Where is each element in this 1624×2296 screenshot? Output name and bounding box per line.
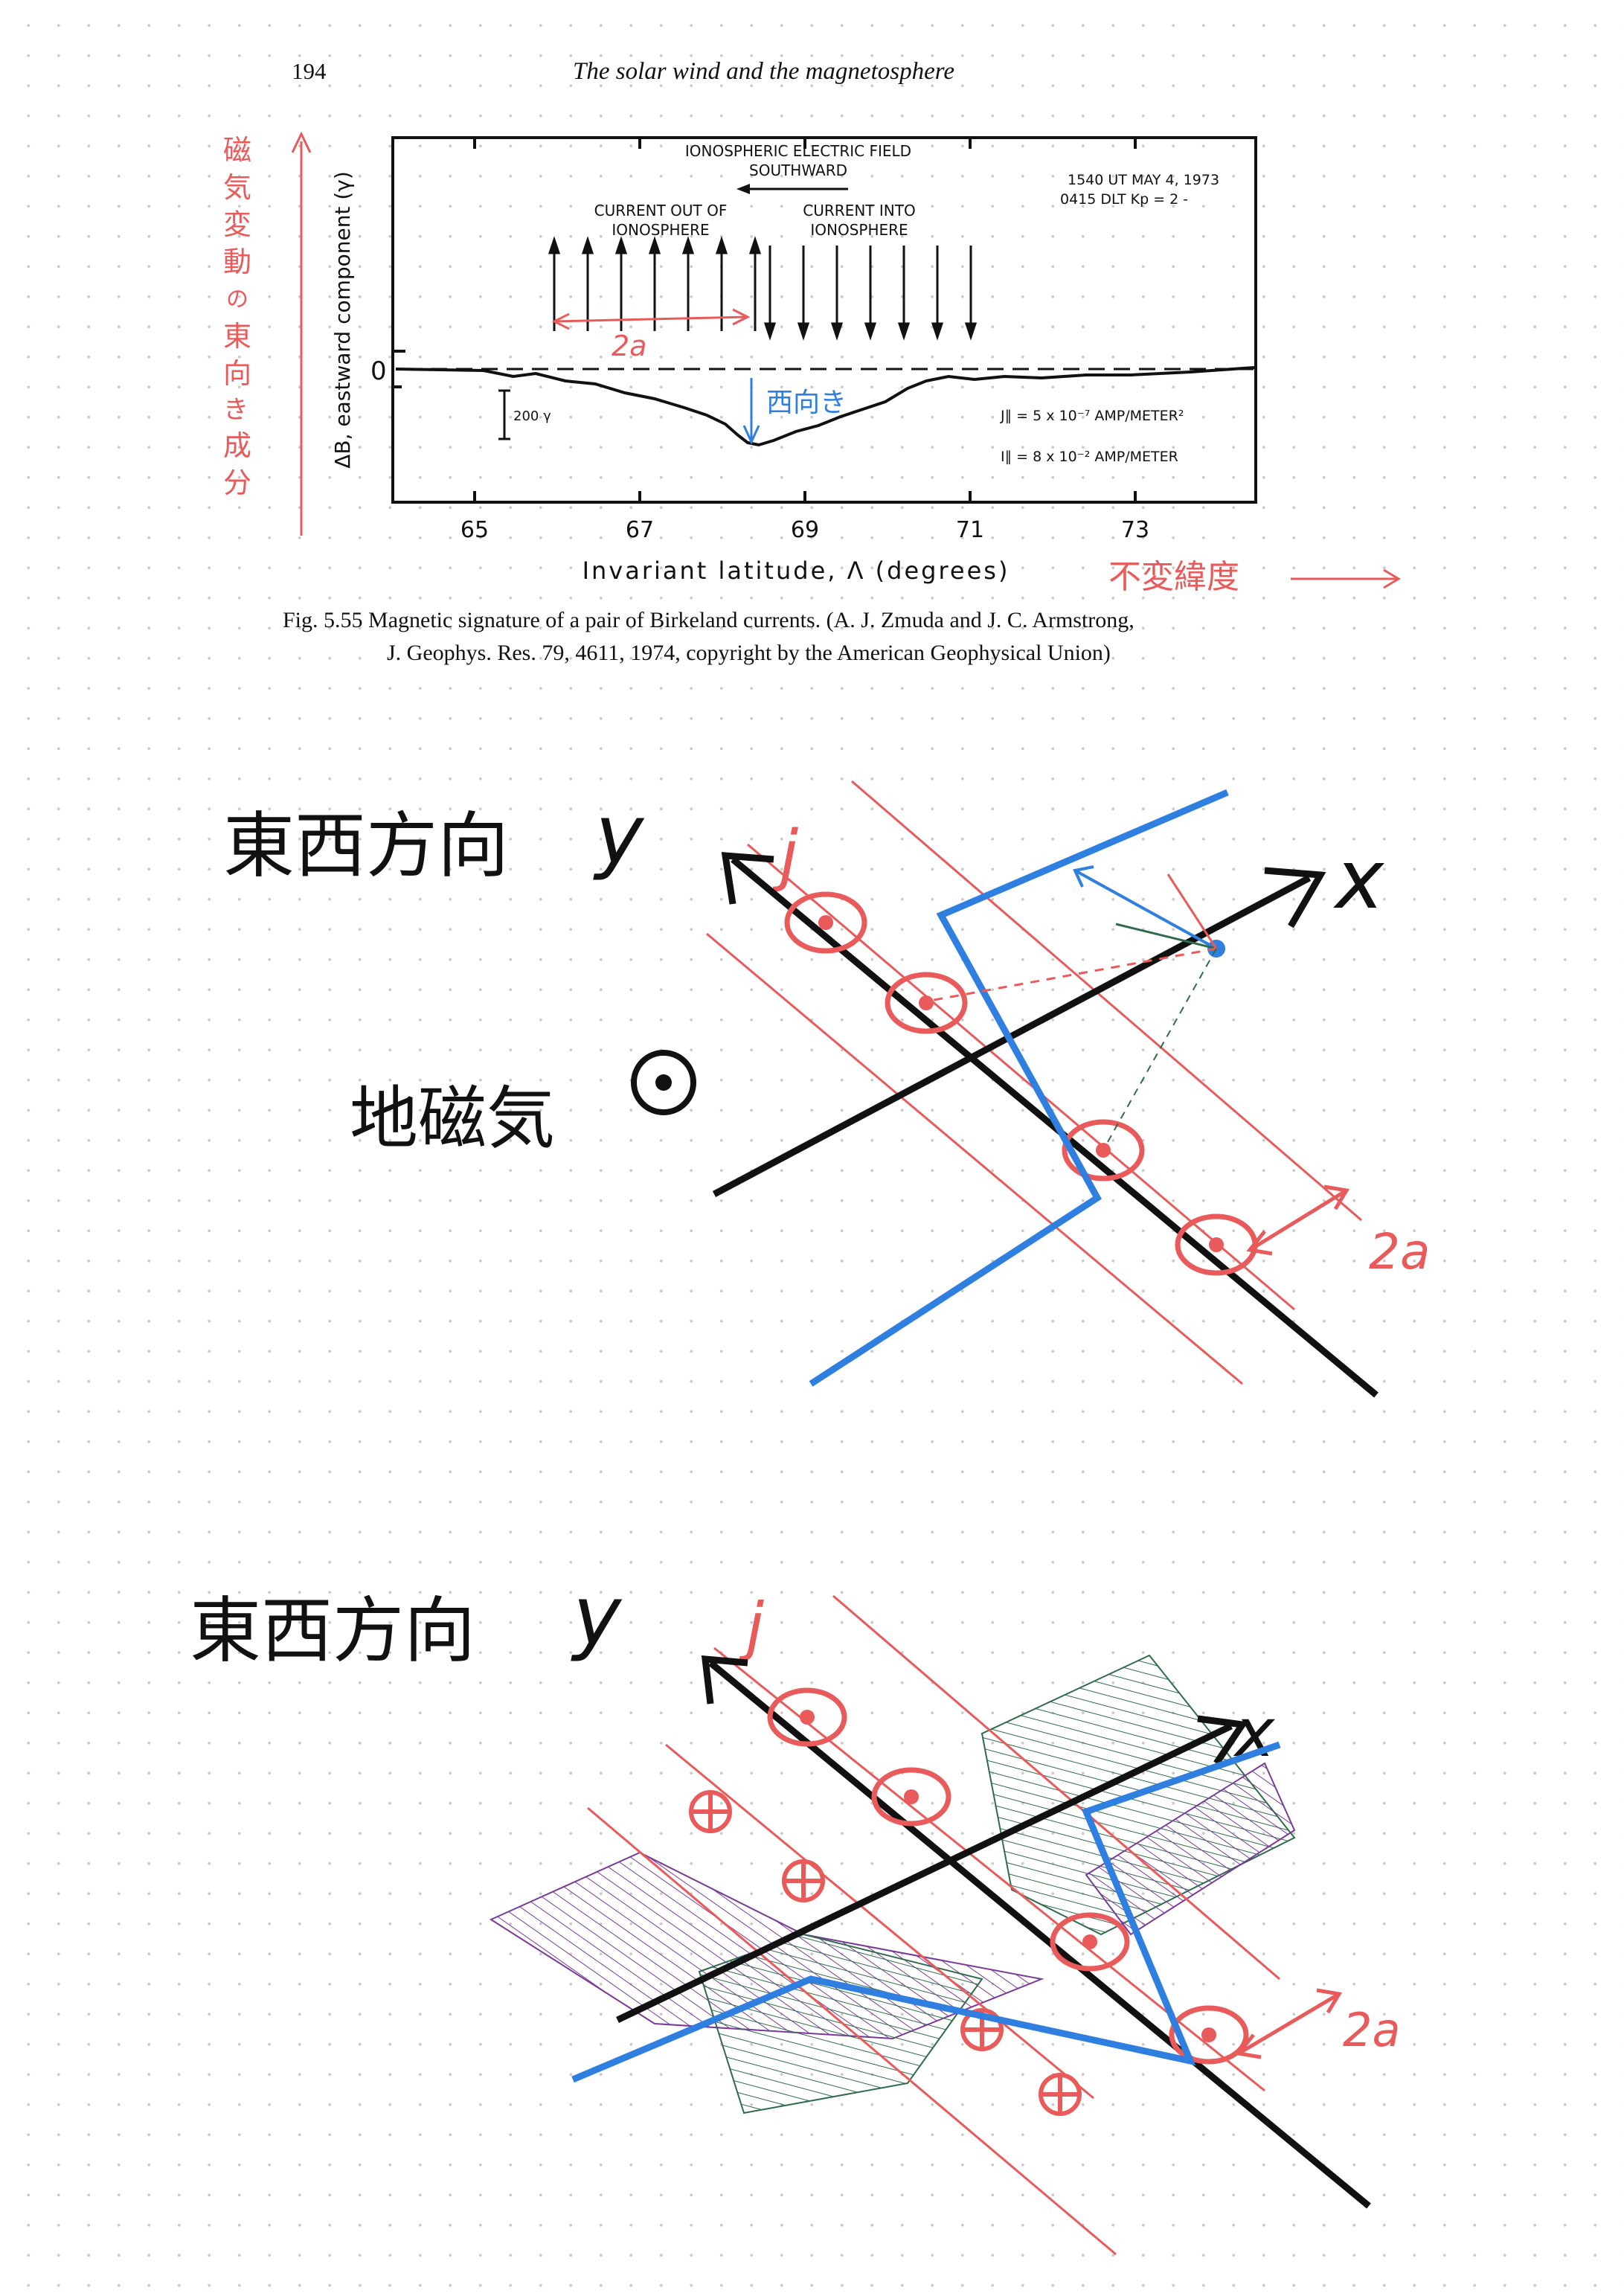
page-number: 194 — [292, 58, 327, 84]
current-out-2: IONOSPHERE — [612, 221, 709, 239]
svg-text:動: 動 — [223, 246, 251, 278]
x-tick-65: 65 — [460, 517, 489, 543]
svg-text:向: 向 — [223, 357, 251, 390]
x-tick-73: 73 — [1121, 517, 1149, 543]
zero-label: 0 — [370, 356, 387, 386]
current-in-arrows — [763, 246, 978, 341]
svg-text:の: の — [226, 286, 248, 312]
sketch1-j-label: j — [771, 816, 798, 894]
svg-text:磁: 磁 — [223, 134, 251, 167]
x-axis-jp-annotation: 不変緯度 — [1108, 558, 1239, 596]
sketch2-x-axis — [616, 1722, 1233, 2024]
field-title-2: SOUTHWARD — [749, 161, 847, 179]
svg-text:気: 気 — [223, 171, 251, 204]
hatch-region-purple-upper — [1085, 1762, 1296, 1936]
sketch1-x-axis — [712, 875, 1312, 1197]
x-tick-69: 69 — [791, 517, 819, 543]
current-strip-bounds — [706, 780, 1362, 1385]
sketch2-width-label: 2a — [1343, 2003, 1400, 2057]
figure-frame — [391, 136, 1257, 504]
sketch-2: 東西方向 y x j 2a — [190, 1568, 1400, 2256]
current-in-1: CURRENT INTO — [803, 202, 915, 219]
caption-line-1: Fig. 5.55 Magnetic signature of a pair o… — [283, 608, 1134, 632]
sketch2-y-axis — [708, 1660, 1371, 2209]
x-tick-71: 71 — [956, 517, 984, 543]
sketch-1: 東西方向 y x j 地磁気 2a — [223, 780, 1430, 1398]
sketch1-ew-direction: 東西方向 — [223, 804, 509, 888]
sketch2-ew-direction: 東西方向 — [190, 1589, 475, 1673]
width-label-figure: 2a — [612, 330, 646, 362]
svg-text:変: 変 — [223, 208, 251, 241]
svg-text:東: 東 — [223, 320, 251, 353]
x-tick-67: 67 — [626, 517, 654, 543]
running-title: The solar wind and the magnetosphere — [573, 58, 954, 85]
sketch1-x-label: x — [1333, 832, 1385, 927]
current-out-1: CURRENT OUT OF — [594, 202, 728, 219]
field-title-1: IONOSPHERIC ELECTRIC FIELD — [685, 142, 911, 160]
figure-caption: Fig. 5.55 Magnetic signature of a pair o… — [283, 604, 1339, 670]
out-of-page-symbol — [631, 1050, 696, 1115]
time-line-1: 1540 UT MAY 4, 1973 — [1068, 172, 1219, 188]
sketch1-geomagnetic: 地磁気 — [350, 1079, 555, 1158]
scale-bar-label: 200 γ — [513, 408, 551, 424]
caption-line-2: J. Geophys. Res. 79, 4611, 1974, copyrig… — [387, 641, 1111, 665]
sketch2-field-profile — [571, 1741, 1281, 2083]
current-in-markers — [689, 1790, 1082, 2116]
svg-text:分: 分 — [223, 466, 251, 499]
sketch2-current-out-markers — [767, 1687, 1249, 2065]
sketch2-y-label: y — [571, 1568, 623, 1664]
svg-text:成: 成 — [223, 429, 251, 462]
time-line-2: 0415 DLT Kp = 2 - — [1060, 191, 1188, 208]
sketch1-field-profile — [809, 789, 1229, 1387]
ipar-label: I∥ = 8 x 10⁻² AMP/METER — [1001, 449, 1178, 465]
x-axis-label: Invariant latitude, Λ (degrees) — [582, 557, 1010, 585]
current-out-arrows — [548, 236, 762, 331]
scale-bar — [498, 389, 510, 440]
sketch1-y-label: y — [593, 787, 645, 882]
svg-text:き: き — [223, 395, 248, 425]
y-axis-jp-annotation: 磁 気 変 動 の 東 向 き 成 分 — [223, 134, 251, 499]
scanned-figure: IONOSPHERIC ELECTRIC FIELD SOUTHWARD CUR… — [223, 131, 1401, 596]
b-field-trace — [395, 366, 1255, 447]
west-label: 西向き — [766, 388, 847, 418]
sketch1-width-label: 2a — [1369, 1223, 1430, 1280]
sketch2-j-label: j — [739, 1589, 764, 1664]
net-field-vector — [1074, 869, 1217, 950]
y-axis-label: ΔB, eastward component (γ) — [330, 171, 355, 469]
current-in-2: IONOSPHERE — [810, 221, 908, 239]
width-bracket — [553, 315, 748, 323]
jpar-label: J∥ = 5 x 10⁻⁷ AMP/METER² — [1000, 408, 1184, 424]
